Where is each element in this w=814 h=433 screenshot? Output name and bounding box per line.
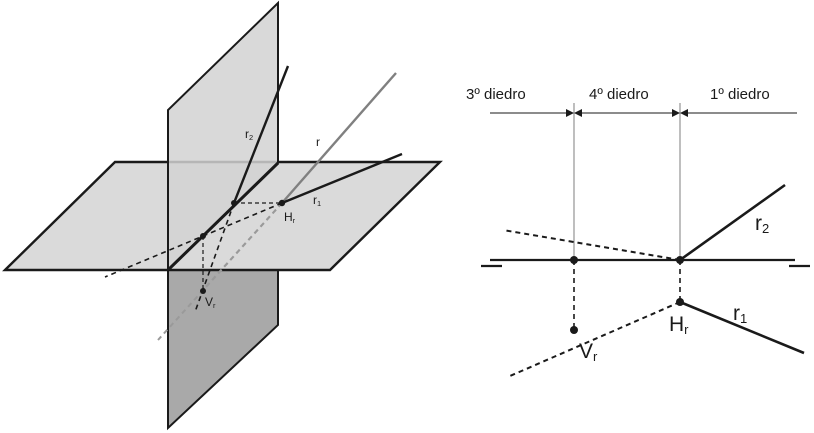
projection-r2-solid xyxy=(679,183,786,262)
label-r1: r1 xyxy=(313,193,321,208)
projection-r1-solid xyxy=(679,300,805,355)
line-r xyxy=(281,72,397,204)
point-hr xyxy=(676,298,684,306)
point-ground-574 xyxy=(570,256,578,264)
label-hr-projection: Hr xyxy=(669,313,689,337)
ground-line-3d xyxy=(166,161,280,272)
projection-r2-dashed xyxy=(502,229,681,261)
projection-r1-dashed xyxy=(509,301,681,377)
label-r: r xyxy=(316,135,320,149)
line-r-hidden-2 xyxy=(202,202,283,291)
label-hr: Hr xyxy=(284,210,296,225)
label-vr-projection: Vr xyxy=(579,340,598,364)
line-r2 xyxy=(232,65,290,204)
dihedron-label-3: 3º diedro xyxy=(466,86,526,103)
label-r2: r2 xyxy=(245,127,253,142)
point-ground-680 xyxy=(676,256,684,264)
label-r2-projection: r2 xyxy=(755,212,769,236)
point-hr-3d xyxy=(278,199,286,207)
dihedron-label-1: 1º diedro xyxy=(710,86,770,103)
label-r1-projection: r1 xyxy=(733,302,747,326)
point-vr-3d xyxy=(200,288,206,294)
dihedron-label-4: 4º diedro xyxy=(589,86,649,103)
point-ground-crossing xyxy=(200,233,206,239)
perspective-view: r r1 r2 Hr Vr xyxy=(2,0,443,431)
projection-view: 3º diedro 4º diedro 1º diedro r2 r1 Hr V… xyxy=(466,86,810,377)
point-r2-ground xyxy=(231,200,237,206)
line-r1 xyxy=(281,152,403,205)
label-vr: Vr xyxy=(205,295,216,310)
r1-hidden xyxy=(104,202,283,278)
r2-hidden xyxy=(194,202,235,313)
point-vr xyxy=(570,326,578,334)
